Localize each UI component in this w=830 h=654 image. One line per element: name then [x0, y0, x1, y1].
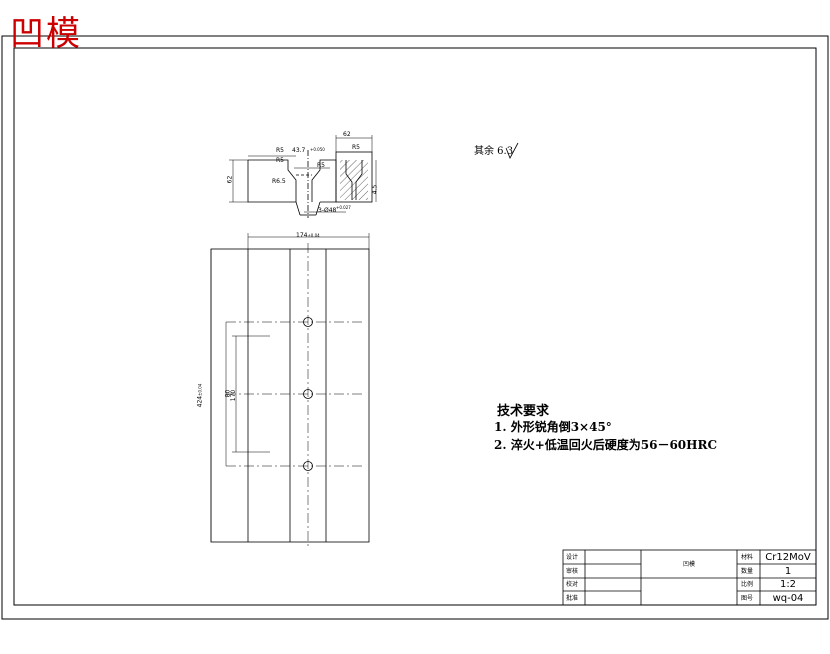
quantity-value: 1 [784, 566, 792, 577]
title-block-label: 校对 [566, 581, 579, 588]
drawing-number: wq-04 [772, 593, 804, 604]
dim-label: R5 [276, 147, 284, 154]
dim-label-width: 174±0.04 [296, 232, 320, 239]
inner-frame [13, 47, 817, 606]
title-block-label: 批准 [566, 595, 579, 602]
scale-value: 1:2 [779, 579, 797, 590]
title-block-label: 图号 [741, 595, 754, 602]
dim-tolerance: +0.050 [310, 147, 325, 152]
section-view [229, 135, 377, 218]
dim-label: R6.5 [272, 178, 286, 185]
dim-label: 4.5 [371, 184, 379, 195]
title-block-label: 审核 [566, 568, 579, 575]
stamp-title: 凹模 [10, 14, 82, 54]
outer-border [1, 35, 829, 620]
dim-label: 62 [343, 131, 351, 138]
roughness-note: 其余 6.3 [474, 146, 514, 157]
dim-label: R5 [317, 162, 325, 169]
dim-label: 62 [226, 175, 234, 184]
requirements-title: 技术要求 [497, 404, 550, 419]
dim-label-height: 424±0.04 [196, 383, 204, 408]
dim-label: R5 [276, 157, 284, 164]
dim-label: 43.7 [292, 147, 306, 154]
title-block-label: 比例 [741, 581, 754, 588]
title-block [562, 549, 817, 606]
title-block-label: 设计 [566, 554, 579, 561]
dim-label: R5 [352, 144, 360, 151]
dim-label: 170 [230, 389, 238, 402]
dim-tolerance: +0.027 [336, 205, 351, 210]
plan-view [210, 233, 370, 548]
material-value: Cr12MoV [765, 552, 811, 563]
title-block-label: 材料 [741, 554, 754, 561]
dim-label: 3-Ø48 [318, 207, 337, 214]
requirement-item: 1. 外形锐角倒3×45° [494, 420, 612, 434]
requirement-item: 2. 淬火+低温回火后硬度为56－60HRC [494, 438, 718, 452]
title-block-label: 数量 [741, 568, 754, 575]
part-name: 凹模 [683, 561, 696, 568]
roughness-symbol [505, 142, 519, 159]
